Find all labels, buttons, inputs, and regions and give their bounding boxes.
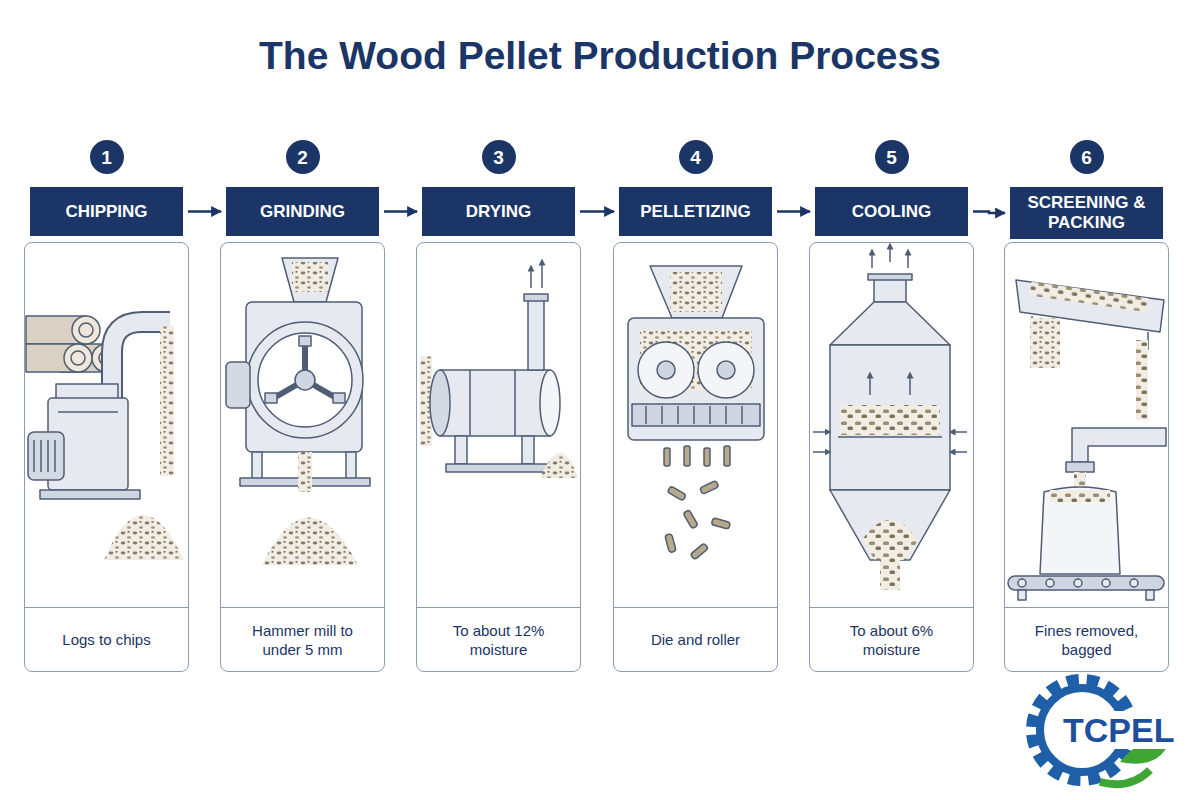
step-number-circle: 3 (482, 140, 516, 174)
step-panel: To about 6% moisture (809, 242, 974, 672)
step-number-circle: 2 (286, 140, 320, 174)
step-header: DRYING (422, 187, 575, 236)
step-title: COOLING (852, 202, 931, 222)
step-number: 5 (886, 148, 897, 167)
step-number: 1 (101, 148, 112, 167)
flow-arrow (384, 210, 417, 213)
flow-arrow (580, 210, 614, 213)
step-number: 6 (1081, 148, 1092, 167)
step-caption: Die and roller (651, 630, 740, 649)
caption-area: To about 6% moisture (810, 607, 973, 671)
step-title: GRINDING (260, 202, 345, 222)
flow-arrow (777, 210, 810, 213)
step-panel: Die and roller (613, 242, 778, 672)
caption-area: Logs to chips (25, 607, 188, 671)
step-caption: Hammer mill to under 5 mm (231, 621, 374, 659)
step-header: GRINDING (226, 187, 379, 236)
caption-area: To about 12% moisture (417, 607, 580, 671)
caption-area: Fines removed, bagged (1005, 607, 1168, 671)
step-caption: Fines removed, bagged (1015, 621, 1158, 659)
logo-text: TCPEL (1060, 711, 1177, 749)
step-number: 4 (690, 148, 701, 167)
step-caption: To about 12% moisture (427, 621, 570, 659)
diagram-title: The Wood Pellet Production Process (0, 34, 1200, 78)
step-panel: Hammer mill to under 5 mm (220, 242, 385, 672)
caption-area: Hammer mill to under 5 mm (221, 607, 384, 671)
step-title: PELLETIZING (640, 202, 751, 222)
flow-arrow (973, 212, 1005, 214)
step-number-circle: 6 (1070, 140, 1104, 174)
step-number-circle: 5 (875, 140, 909, 174)
step-panel: To about 12% moisture (416, 242, 581, 672)
step-header: CHIPPING (30, 187, 183, 236)
step-title: CHIPPING (65, 202, 147, 222)
step-title: DRYING (466, 202, 532, 222)
step-header: COOLING (815, 187, 968, 236)
step-number: 3 (493, 148, 504, 167)
step-panel: Fines removed, bagged (1004, 242, 1169, 672)
step-number: 2 (297, 148, 308, 167)
step-caption: Logs to chips (62, 630, 150, 649)
flow-arrow (188, 210, 221, 213)
step-number-circle: 4 (679, 140, 713, 174)
step-panel: Logs to chips (24, 242, 189, 672)
step-title: SCREENING & PACKING (1016, 193, 1157, 233)
step-number-circle: 1 (90, 140, 124, 174)
step-header: PELLETIZING (619, 187, 772, 236)
caption-area: Die and roller (614, 607, 777, 671)
step-caption: To about 6% moisture (820, 621, 963, 659)
step-header: SCREENING & PACKING (1010, 187, 1163, 239)
